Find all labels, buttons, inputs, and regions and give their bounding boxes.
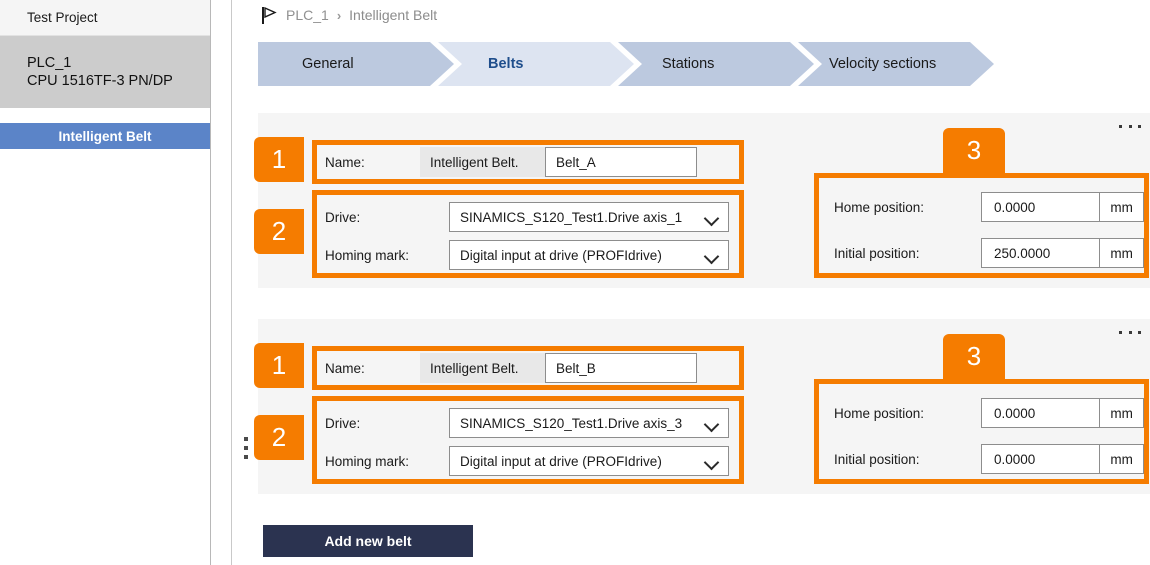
tab-belts[interactable]: Belts — [438, 42, 634, 86]
tab-velocity-label: Velocity sections — [829, 56, 937, 72]
initial-position-unit: mm — [1100, 238, 1144, 268]
drive-select-value: SINAMICS_S120_Test1.Drive axis_1 — [460, 209, 683, 225]
name-prefix-readonly: Intelligent Belt. — [420, 147, 545, 177]
breadcrumb: PLC_1 › Intelligent Belt — [262, 4, 437, 26]
sidebar: Test Project PLC_1 CPU 1516TF-3 PN/DP In… — [0, 0, 211, 565]
annotation-badge-3-label: 3 — [966, 341, 982, 371]
initial-position-row: Initial position: 0.0000 mm — [819, 441, 1144, 477]
chevron-down-icon — [704, 453, 720, 469]
sidebar-item-label: Intelligent Belt — [58, 128, 152, 144]
chevron-down-icon — [704, 415, 720, 431]
homing-mark-row: Homing mark: Digital input at drive (PRO… — [317, 237, 739, 273]
drive-select[interactable]: SINAMICS_S120_Test1.Drive axis_3 — [449, 408, 729, 438]
drive-label: Drive: — [325, 209, 361, 225]
belt-card: 1 2 3 Name: Intelligent Belt. Belt_B Dri… — [244, 319, 1150, 494]
drive-select-value: SINAMICS_S120_Test1.Drive axis_3 — [460, 415, 683, 431]
home-position-unit: mm — [1100, 398, 1144, 428]
wizard-tabs: General Belts Stations Velocity sections — [258, 42, 994, 86]
name-row: Name: Intelligent Belt. Belt_B — [317, 351, 739, 385]
drive-row: Drive: SINAMICS_S120_Test1.Drive axis_1 — [317, 199, 739, 235]
sidebar-item-intelligent-belt[interactable]: Intelligent Belt — [0, 123, 210, 149]
initial-position-input[interactable]: 0.0000 — [981, 444, 1101, 474]
annotation-badge-3-label: 3 — [966, 135, 982, 165]
sidebar-item-plc1[interactable]: PLC_1 CPU 1516TF-3 PN/DP — [0, 36, 210, 108]
drag-handle-icon[interactable] — [244, 437, 249, 464]
drive-group-highlight: Drive: SINAMICS_S120_Test1.Drive axis_1 … — [312, 190, 744, 278]
home-position-row: Home position: 0.0000 mm — [819, 395, 1144, 431]
homing-mark-label: Homing mark: — [325, 247, 410, 263]
kebab-menu-icon[interactable] — [1119, 119, 1141, 133]
home-position-label: Home position: — [834, 199, 925, 215]
annotation-badge-3: 3 — [943, 128, 1005, 173]
home-position-row: Home position: 0.0000 mm — [819, 189, 1144, 225]
homing-mark-select[interactable]: Digital input at drive (PROFIdrive) — [449, 446, 729, 476]
position-group-highlight: Home position: 0.0000 mm Initial positio… — [814, 173, 1149, 278]
initial-position-input[interactable]: 250.0000 — [981, 238, 1101, 268]
homing-mark-select-value: Digital input at drive (PROFIdrive) — [460, 453, 662, 469]
drive-select[interactable]: SINAMICS_S120_Test1.Drive axis_1 — [449, 202, 729, 232]
sidebar-device-name: PLC_1 — [27, 55, 72, 71]
annotation-badge-3: 3 — [943, 334, 1005, 379]
breadcrumb-root[interactable]: PLC_1 — [286, 7, 329, 23]
initial-position-label: Initial position: — [834, 245, 920, 261]
name-label: Name: — [325, 154, 365, 170]
home-position-label: Home position: — [834, 405, 925, 421]
add-new-belt-button[interactable]: Add new belt — [263, 525, 473, 557]
chevron-down-icon — [704, 247, 720, 263]
sidebar-device-type: CPU 1516TF-3 PN/DP — [27, 73, 173, 89]
annotation-badge-2: 2 — [254, 209, 304, 254]
name-label: Name: — [325, 360, 365, 376]
annotation-badge-2: 2 — [254, 415, 304, 460]
homing-mark-select[interactable]: Digital input at drive (PROFIdrive) — [449, 240, 729, 270]
annotation-badge-2-label: 2 — [271, 422, 287, 452]
tab-general[interactable]: General — [258, 42, 454, 86]
belt-card: 1 2 3 Name: Intelligent Belt. Belt_A Dri… — [254, 113, 1150, 288]
initial-position-row: Initial position: 250.0000 mm — [819, 235, 1144, 271]
homing-mark-select-value: Digital input at drive (PROFIdrive) — [460, 247, 662, 263]
sidebar-spacer — [0, 108, 210, 123]
sidebar-project-label: Test Project — [27, 10, 98, 25]
name-prefix-readonly: Intelligent Belt. — [420, 353, 545, 383]
chevron-down-icon — [704, 209, 720, 225]
name-group-highlight: Name: Intelligent Belt. Belt_B — [312, 346, 744, 390]
tab-stations-label: Stations — [662, 56, 715, 72]
breadcrumb-separator-icon: › — [336, 7, 342, 23]
tab-general-label: General — [302, 56, 354, 72]
position-group-highlight: Home position: 0.0000 mm Initial positio… — [814, 379, 1149, 484]
sidebar-content-divider — [231, 0, 232, 565]
content-area: PLC_1 › Intelligent Belt General Belts S… — [232, 0, 1150, 565]
homing-mark-row: Homing mark: Digital input at drive (PRO… — [317, 443, 739, 479]
breadcrumb-current: Intelligent Belt — [349, 7, 438, 23]
drive-group-highlight: Drive: SINAMICS_S120_Test1.Drive axis_3 … — [312, 396, 744, 484]
initial-position-label: Initial position: — [834, 451, 920, 467]
name-row: Name: Intelligent Belt. Belt_A — [317, 145, 739, 179]
home-position-input[interactable]: 0.0000 — [981, 192, 1101, 222]
name-input[interactable]: Belt_B — [545, 353, 697, 383]
annotation-badge-1-label: 1 — [271, 350, 287, 380]
annotation-badge-2-label: 2 — [271, 216, 287, 246]
kebab-menu-icon[interactable] — [1119, 325, 1141, 339]
tab-belts-label: Belts — [488, 56, 524, 72]
homing-mark-label: Homing mark: — [325, 453, 410, 469]
annotation-badge-1-label: 1 — [271, 144, 287, 174]
home-position-input[interactable]: 0.0000 — [981, 398, 1101, 428]
initial-position-unit: mm — [1100, 444, 1144, 474]
sidebar-project-row[interactable]: Test Project — [0, 0, 210, 36]
drive-row: Drive: SINAMICS_S120_Test1.Drive axis_3 — [317, 405, 739, 441]
add-new-belt-label: Add new belt — [324, 533, 412, 549]
name-group-highlight: Name: Intelligent Belt. Belt_A — [312, 140, 744, 184]
tab-velocity-sections[interactable]: Velocity sections — [798, 42, 994, 86]
drive-label: Drive: — [325, 415, 361, 431]
annotation-badge-1: 1 — [254, 137, 304, 182]
flag-icon — [262, 6, 278, 24]
home-position-unit: mm — [1100, 192, 1144, 222]
tab-stations[interactable]: Stations — [618, 42, 814, 86]
name-input[interactable]: Belt_A — [545, 147, 697, 177]
annotation-badge-1: 1 — [254, 343, 304, 388]
